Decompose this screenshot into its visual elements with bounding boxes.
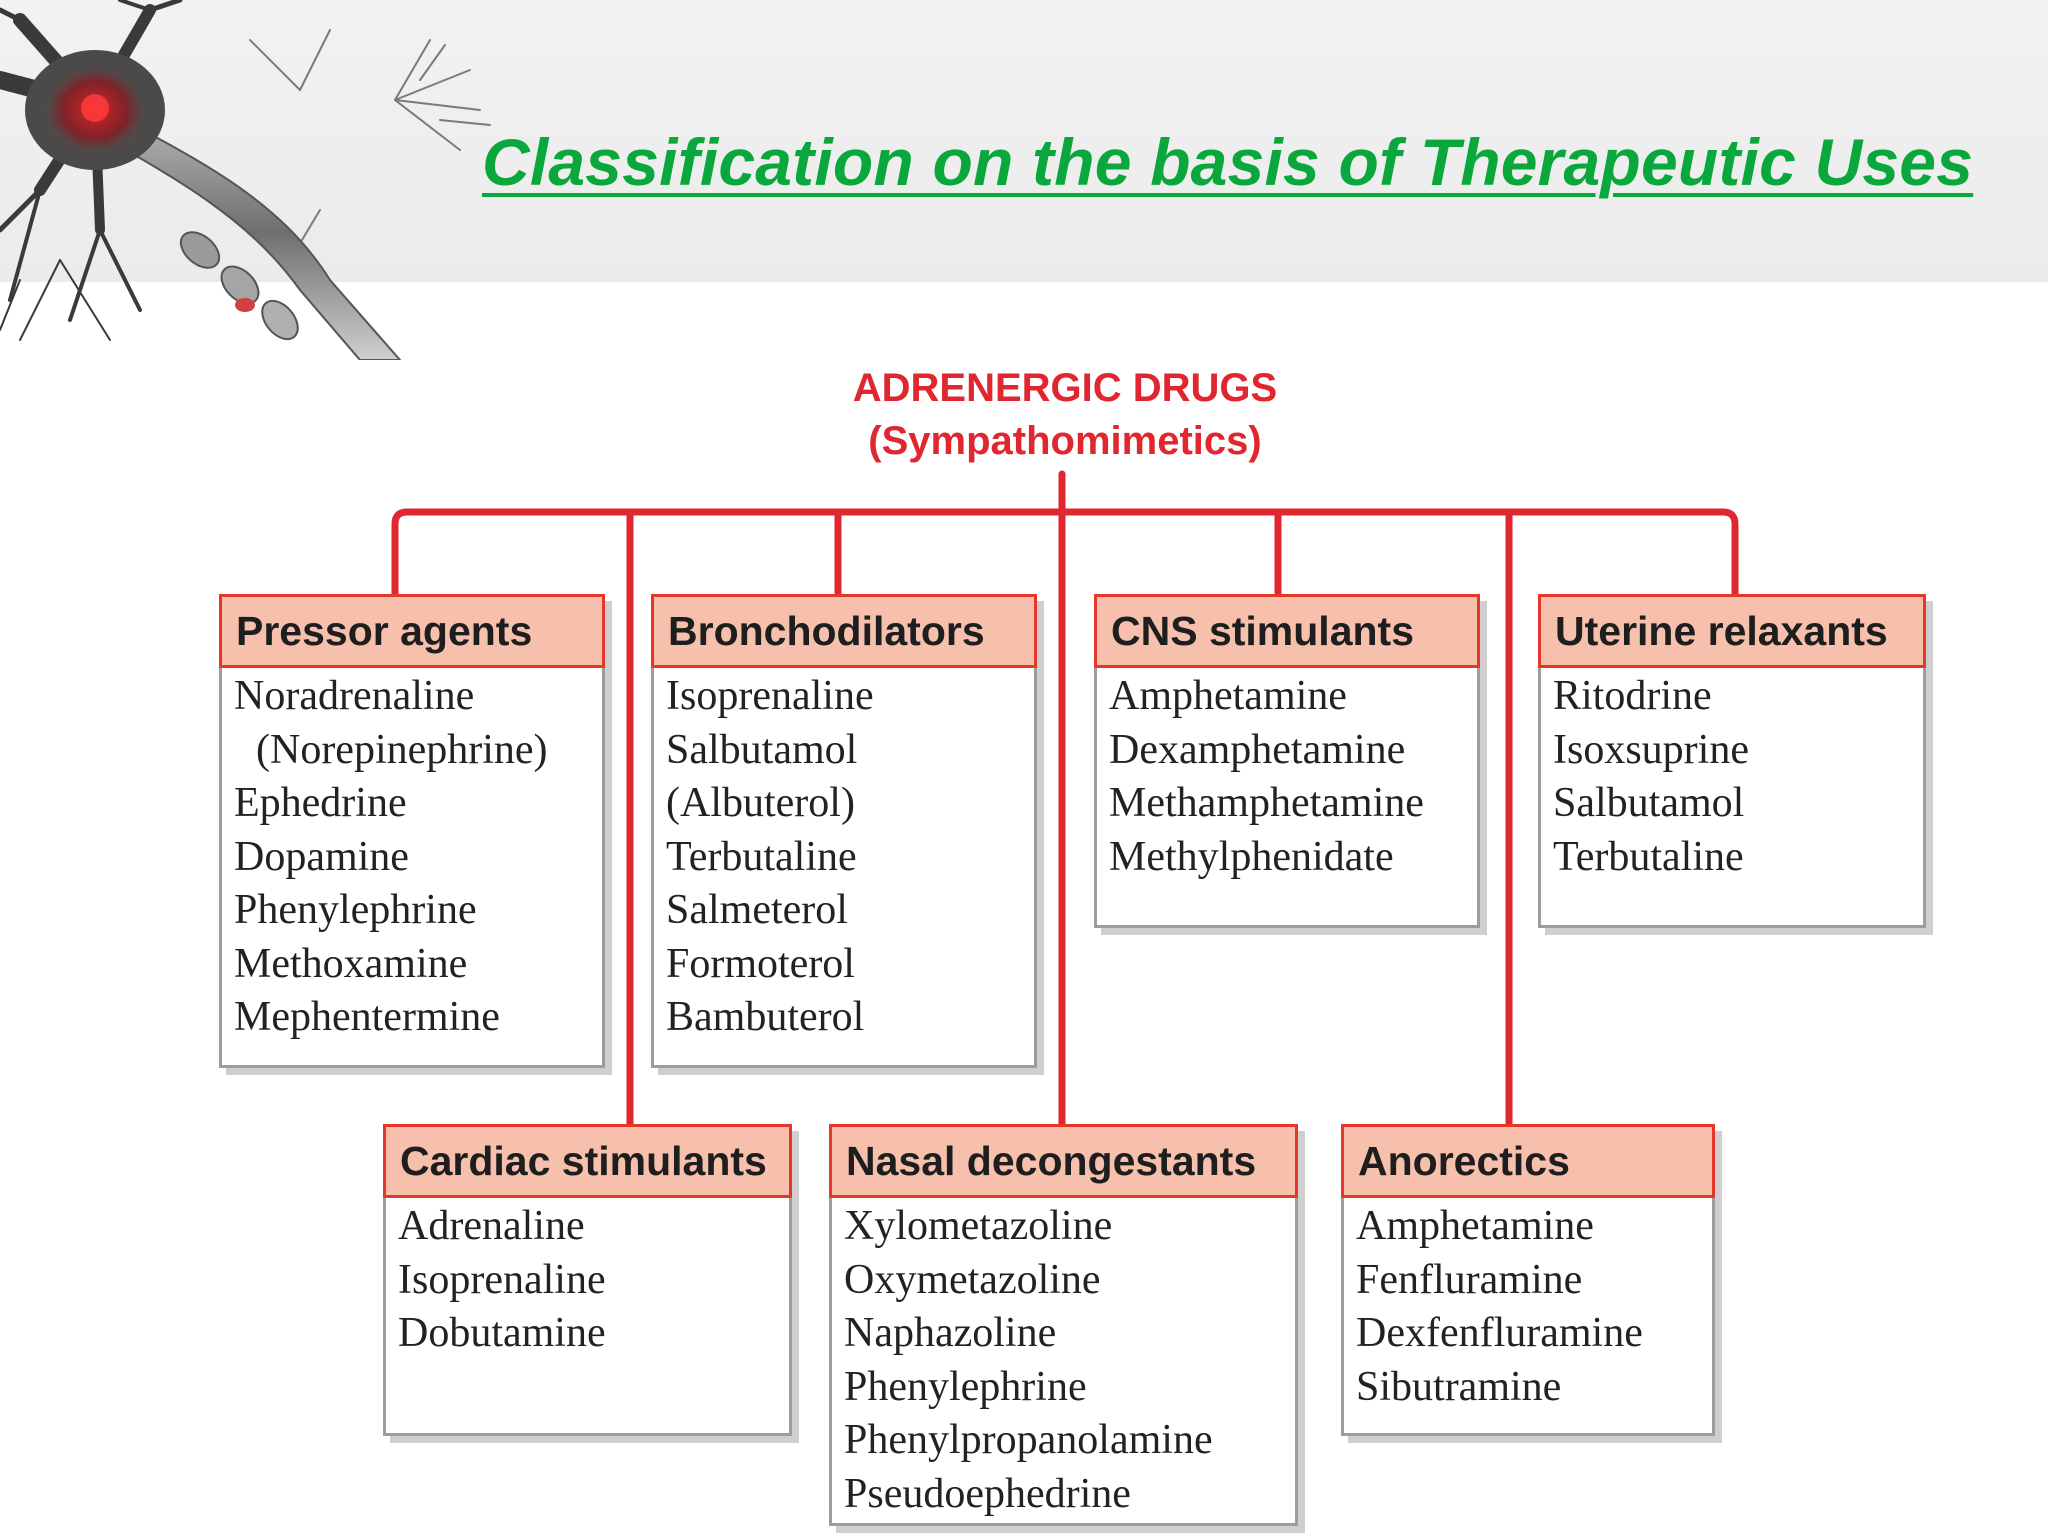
- drug-item: Isoprenaline: [398, 1256, 606, 1303]
- drug-item: Salbutamol: [666, 726, 858, 773]
- category-box-pressor-agents: Pressor agents Noradrenaline (Norepineph…: [219, 594, 605, 1068]
- drug-item: Methylphenidate: [1109, 833, 1394, 880]
- drug-list: Adrenaline Isoprenaline Dobutamine: [386, 1198, 789, 1361]
- slide-title: Classification on the basis of Therapeut…: [482, 125, 1974, 199]
- category-box-cns-stimulants: CNS stimulants Amphetamine Dexamphetamin…: [1094, 594, 1480, 928]
- drug-item: Methamphetamine: [1109, 780, 1424, 826]
- category-box-bronchodilators: Bronchodilators Isoprenaline Salbutamol …: [651, 594, 1037, 1068]
- category-header: Uterine relaxants: [1538, 594, 1926, 668]
- root-label-line1: ADRENERGIC DRUGS: [852, 366, 1278, 410]
- header-band: [0, 0, 2048, 282]
- drug-list: Xylometazoline Oxymetazoline Naphazoline…: [832, 1198, 1295, 1521]
- drug-item: Dexfenfluramine: [1356, 1310, 1643, 1356]
- drug-list: Amphetamine Dexamphetamine Methamphetami…: [1097, 668, 1477, 884]
- drug-item: Dobutamine: [398, 1310, 606, 1356]
- category-header: Bronchodilators: [651, 594, 1037, 668]
- category-box-anorectics: Anorectics Amphetamine Fenfluramine Dexf…: [1341, 1124, 1715, 1436]
- category-header: Anorectics: [1341, 1124, 1715, 1198]
- drug-item: Ephedrine: [234, 780, 407, 826]
- drug-item: Pseudoephedrine: [844, 1470, 1131, 1517]
- drug-item: Terbutaline: [666, 833, 857, 880]
- category-box-cardiac-stimulants: Cardiac stimulants Adrenaline Isoprenali…: [383, 1124, 792, 1436]
- drug-item: Salmeterol: [666, 887, 848, 933]
- category-header: Nasal decongestants: [829, 1124, 1298, 1198]
- drug-item: Noradrenaline: [234, 673, 475, 719]
- drug-item: (Norepinephrine): [256, 726, 548, 773]
- category-box-nasal-decongestants: Nasal decongestants Xylometazoline Oxyme…: [829, 1124, 1298, 1526]
- root-label-line2: (Sympathomimetics): [868, 419, 1262, 463]
- drug-item: Bambuterol: [666, 994, 865, 1040]
- category-box-uterine-relaxants: Uterine relaxants Ritodrine Isoxsuprine …: [1538, 594, 1926, 928]
- drug-list: Noradrenaline (Norepinephrine) Ephedrine…: [222, 668, 602, 1045]
- drug-item: Phenylephrine: [234, 887, 477, 933]
- drug-item: Phenylpropanolamine: [844, 1417, 1213, 1463]
- drug-list: Amphetamine Fenfluramine Dexfenfluramine…: [1344, 1198, 1712, 1414]
- drug-item: Methoxamine: [234, 940, 468, 987]
- drug-item: Fenfluramine: [1356, 1256, 1583, 1303]
- drug-item: Salbutamol: [1553, 780, 1745, 826]
- drug-item: Dopamine: [234, 833, 409, 880]
- category-header: CNS stimulants: [1094, 594, 1480, 668]
- category-header: Pressor agents: [219, 594, 605, 668]
- drug-item: Phenylephrine: [844, 1363, 1087, 1410]
- drug-list: Ritodrine Isoxsuprine Salbutamol Terbuta…: [1541, 668, 1923, 884]
- drug-item: Formoterol: [666, 940, 855, 987]
- drug-item: Naphazoline: [844, 1310, 1057, 1356]
- drug-list: Isoprenaline Salbutamol (Albuterol) Terb…: [654, 668, 1034, 1045]
- neuron-illustration: [0, 0, 491, 360]
- category-header: Cardiac stimulants: [383, 1124, 792, 1198]
- drug-item: Isoprenaline: [666, 673, 874, 719]
- drug-item: Isoxsuprine: [1553, 726, 1749, 773]
- drug-item: Dexamphetamine: [1109, 726, 1406, 773]
- drug-item: Adrenaline: [398, 1203, 585, 1249]
- drug-item: Amphetamine: [1109, 673, 1347, 719]
- drug-item: Terbutaline: [1553, 833, 1744, 880]
- drug-item: Sibutramine: [1356, 1363, 1562, 1410]
- drug-item: Xylometazoline: [844, 1203, 1113, 1249]
- drug-item: Oxymetazoline: [844, 1256, 1101, 1303]
- diagram-root-label: ADRENERGIC DRUGS (Sympathomimetics): [780, 362, 1350, 468]
- drug-item: (Albuterol): [666, 780, 855, 826]
- drug-item: Amphetamine: [1356, 1203, 1594, 1249]
- drug-item: Ritodrine: [1553, 673, 1712, 719]
- drug-item: Mephentermine: [234, 994, 500, 1040]
